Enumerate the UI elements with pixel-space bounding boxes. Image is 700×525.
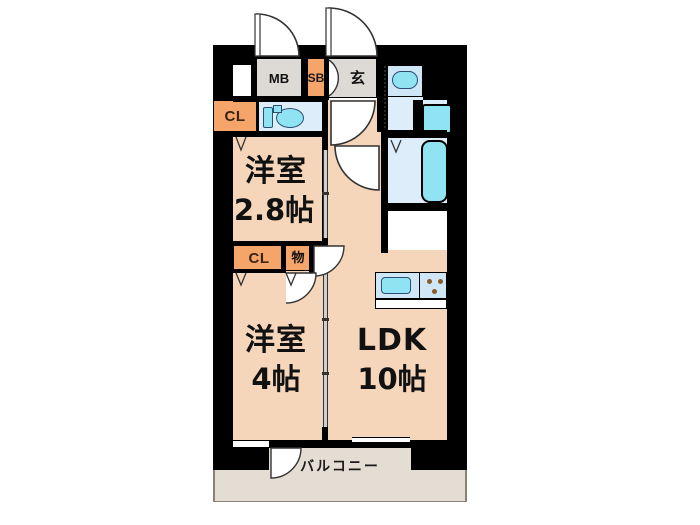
entrance-step-floor — [328, 100, 377, 132]
wall-toilet-right — [322, 100, 328, 137]
sliding-door-joint-1 — [322, 318, 329, 321]
wash-basin — [392, 71, 418, 89]
wall-closet-band-bottom — [233, 269, 285, 273]
stove-burner-1 — [427, 279, 432, 284]
bedroom-lower-name: 洋室 — [245, 323, 307, 358]
wall-entrance-left — [251, 56, 257, 98]
washing-machine — [422, 104, 452, 134]
bedroom-upper-name: 洋室 — [245, 154, 307, 189]
wall-sb-right — [325, 56, 329, 100]
exterior-wall-bottom-right — [411, 440, 467, 470]
ldk-name: LDK — [356, 323, 428, 358]
wall-toilet-bottom — [233, 131, 328, 137]
shoe-box-label-text: SB — [307, 70, 325, 85]
ldk-label: LDK — [340, 322, 444, 360]
wall-storage-right — [309, 243, 314, 273]
entrance-label: 玄 — [349, 68, 365, 87]
exterior-wall-left — [213, 45, 233, 455]
balcony-label: バルコニー — [300, 459, 380, 475]
wall-washroom-mid — [387, 130, 447, 138]
bedroom-lower-size: 4帖 — [251, 361, 301, 396]
kitchen-sink — [381, 277, 411, 294]
ldk-size-wrap: 10帖 — [340, 361, 444, 397]
wall-storage-sep — [281, 243, 286, 273]
exterior-wall-right — [447, 45, 467, 455]
kitchen-divider — [419, 272, 420, 299]
ldk-floor-upper — [328, 130, 388, 250]
wall-bath-left-upper — [381, 65, 388, 131]
kitchen-base-cabinet — [375, 299, 447, 309]
closet-upper-label: CL — [224, 107, 246, 125]
toilet-seat-notch — [273, 105, 282, 113]
stove-burner-2 — [438, 279, 443, 284]
closet-middle-label: CL — [248, 249, 270, 267]
window-ldk — [352, 437, 410, 443]
wall-entrance-bottom — [233, 96, 327, 102]
stove-burner-3 — [432, 289, 437, 294]
sliding-door-partition — [323, 257, 328, 427]
wall-closet-band — [233, 241, 328, 246]
bedroom-upper-size-wrap: 2.8帖 — [222, 192, 326, 228]
sliding-door-upper-joint — [322, 192, 329, 195]
bedroom-lower-size-wrap: 4帖 — [228, 361, 324, 397]
exterior-wall-bottom-mid — [269, 440, 411, 448]
balcony — [269, 448, 411, 470]
meter-box-label: MB — [268, 70, 290, 86]
balcony-rail-right — [465, 470, 467, 502]
wall-washroom-black-block — [423, 65, 447, 100]
wall-sb-left — [302, 56, 307, 98]
wall-bath-left — [381, 130, 388, 211]
sliding-door-joint-2 — [322, 372, 329, 375]
wall-hallway-right — [381, 211, 388, 253]
bedroom-upper-floor — [233, 135, 328, 245]
balcony-rail-left — [213, 470, 215, 502]
wall-bedroom-lower-right-bottom — [322, 427, 328, 440]
ldk-size: 10帖 — [357, 361, 427, 396]
bedroom-lower-label: 洋室 — [228, 322, 324, 360]
window-bedroom-lower — [233, 440, 269, 448]
shoe-box-label: SB — [307, 58, 325, 98]
bathtub — [421, 140, 448, 203]
toilet-bowl — [276, 108, 304, 128]
toilet-tank — [263, 107, 273, 128]
balcony-inner-fill — [215, 470, 465, 498]
storage-label: 物 — [291, 250, 305, 266]
wall-bath-bottom — [387, 203, 447, 211]
bedroom-upper-size: 2.8帖 — [233, 192, 315, 227]
wall-washing-sep — [413, 100, 423, 132]
bedroom-upper-label: 洋室 — [228, 153, 324, 191]
wall-bedroom-lower-right-top — [322, 243, 328, 257]
